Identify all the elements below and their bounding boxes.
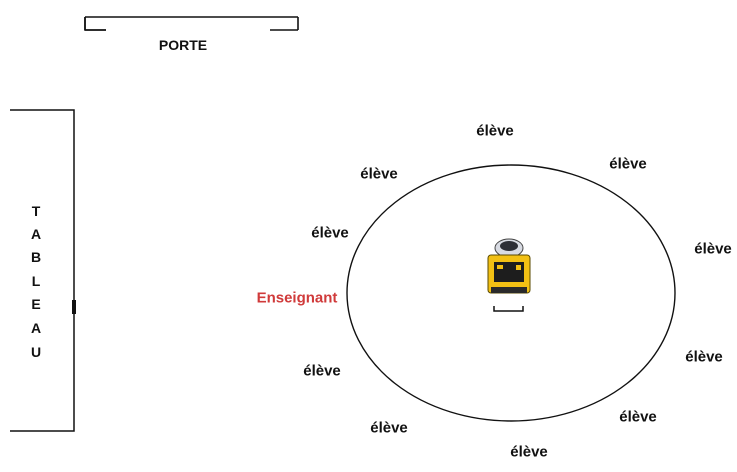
board-letter: B [31, 249, 41, 265]
teacher-label: Enseignant [257, 290, 338, 307]
door-symbol [85, 17, 106, 30]
board-marker [72, 300, 76, 314]
student-label: élève [476, 123, 514, 140]
student-label: élève [609, 156, 647, 173]
student-label: élève [619, 409, 657, 426]
camera-icon [488, 239, 530, 293]
student-label: élève [360, 166, 398, 183]
board-letter: U [31, 344, 41, 360]
student-label: élève [311, 225, 349, 242]
student-label: élève [685, 349, 723, 366]
student-label: élève [370, 420, 408, 437]
camera-mount [494, 306, 523, 311]
board-letter: T [32, 203, 41, 219]
board-letter: A [31, 320, 41, 336]
student-label: élève [694, 241, 732, 258]
door-label: PORTE [159, 37, 207, 53]
board-letter: E [31, 296, 40, 312]
board-outline [10, 110, 74, 431]
board-letter: A [31, 226, 41, 242]
student-label: élève [303, 363, 341, 380]
board-letter: L [32, 273, 41, 289]
student-label: élève [510, 444, 548, 461]
